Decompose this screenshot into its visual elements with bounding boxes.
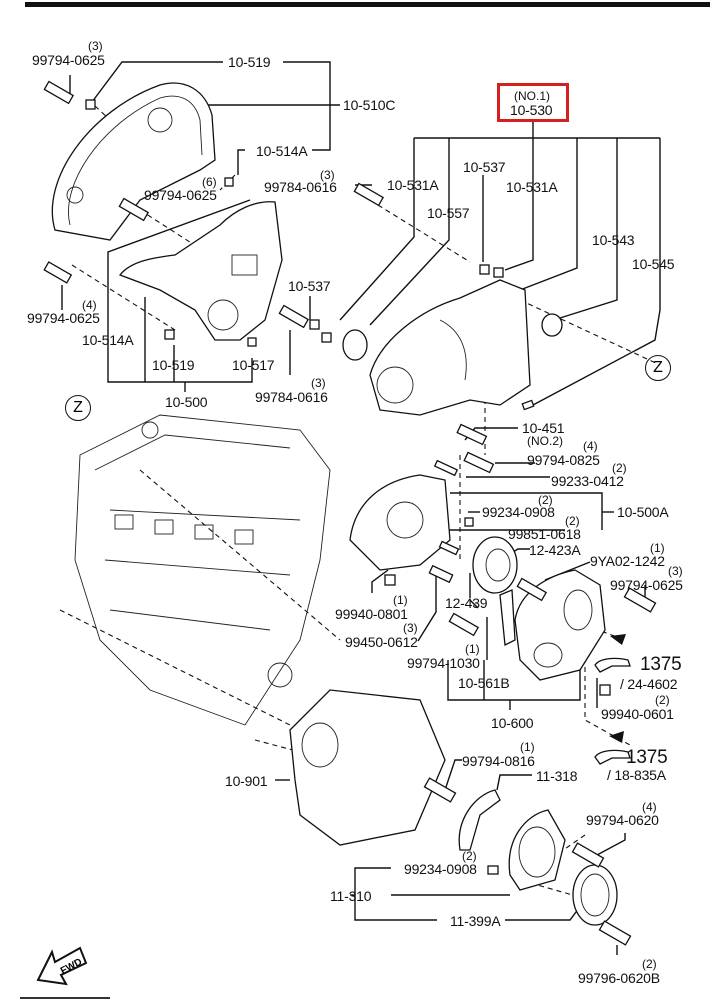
part-label[interactable]: 99784-0616 bbox=[264, 179, 337, 195]
part-label[interactable]: 10-510C bbox=[343, 97, 396, 113]
part-label[interactable]: 10-514A bbox=[82, 332, 134, 348]
qty: (2) bbox=[538, 493, 553, 507]
part-label[interactable]: 10-514A bbox=[256, 143, 308, 159]
arrow-head-icon bbox=[609, 731, 624, 743]
part-label[interactable]: 10-517 bbox=[232, 357, 275, 373]
qty: (4) bbox=[583, 439, 598, 453]
part-label[interactable]: 99851-0618 bbox=[508, 526, 581, 542]
qty: (3) bbox=[320, 168, 335, 182]
part-label[interactable]: 99234-0908 bbox=[404, 861, 477, 877]
part-label[interactable]: 10-537 bbox=[288, 278, 331, 294]
part-label[interactable]: 10-451 bbox=[522, 420, 565, 436]
qty: (2) bbox=[565, 514, 580, 528]
qty: (4) bbox=[642, 800, 657, 814]
qty: (1) bbox=[520, 740, 535, 754]
qty: (3) bbox=[88, 39, 103, 53]
qty: (1) bbox=[650, 541, 665, 555]
part-label[interactable]: 10-545 bbox=[632, 256, 675, 272]
part-label[interactable]: 99784-0616 bbox=[255, 389, 328, 405]
bottom-rule bbox=[20, 997, 110, 999]
pointer-hand-icon bbox=[594, 657, 631, 673]
part-label[interactable]: 10-519 bbox=[152, 357, 195, 373]
qty: (3) bbox=[668, 564, 683, 578]
part-label[interactable]: 12-423A bbox=[529, 542, 581, 558]
qty: (3) bbox=[403, 621, 418, 635]
upper-timing-cover bbox=[51, 82, 216, 241]
qty: (2) bbox=[642, 957, 657, 971]
part-label[interactable]: 10-557 bbox=[427, 205, 470, 221]
pointer-hand-icon bbox=[594, 749, 631, 765]
qty: (1) bbox=[393, 593, 408, 607]
part-label-10-530[interactable]: 10-530 bbox=[510, 102, 553, 118]
part-label[interactable]: 10-531A bbox=[387, 177, 439, 193]
part-label[interactable]: 11-399A bbox=[450, 913, 501, 929]
highlight-box bbox=[497, 83, 569, 122]
ref-label[interactable]: 1375 bbox=[626, 747, 668, 768]
part-label[interactable]: 99794-0620 bbox=[586, 812, 659, 828]
part-label[interactable]: 11-310 bbox=[330, 888, 372, 904]
part-label[interactable]: 99796-0620B bbox=[578, 970, 660, 986]
water-pump bbox=[349, 474, 518, 647]
front-cover-no1 bbox=[342, 279, 563, 416]
qty: (4) bbox=[82, 298, 97, 312]
part-label[interactable]: 99794-0625 bbox=[32, 52, 105, 68]
qty: (2) bbox=[612, 461, 627, 475]
qty: (6) bbox=[202, 175, 217, 189]
arrow-head-icon bbox=[610, 634, 626, 645]
part-label[interactable]: 10-543 bbox=[592, 232, 635, 248]
part-label[interactable]: 9YA02-1242 bbox=[590, 553, 665, 569]
part-label[interactable]: 10-537 bbox=[463, 159, 506, 175]
part-label[interactable]: 10-500 bbox=[165, 394, 208, 410]
qty: (2) bbox=[655, 693, 670, 707]
part-label[interactable]: 99450-0612 bbox=[345, 634, 418, 650]
part-label[interactable]: 10-901 bbox=[225, 773, 268, 789]
bolts bbox=[43, 80, 657, 946]
part-label[interactable]: 99794-0816 bbox=[462, 753, 535, 769]
part-label[interactable]: 99794-1030 bbox=[407, 655, 480, 671]
fwd-arrow-icon: FWD bbox=[36, 946, 88, 986]
ref-marker-z-left: Z bbox=[65, 395, 91, 421]
lower-timing-cover bbox=[118, 201, 283, 341]
part-label[interactable]: 10-519 bbox=[228, 54, 271, 70]
part-label[interactable]: 12-439 bbox=[445, 595, 488, 611]
qty: (NO.2) bbox=[527, 434, 563, 448]
part-label[interactable]: 10-500A bbox=[617, 504, 669, 520]
qty: (2) bbox=[462, 849, 477, 863]
ref-label[interactable]: 1375 bbox=[640, 654, 682, 675]
part-label[interactable]: 10-561B bbox=[458, 675, 510, 691]
engine-block bbox=[74, 414, 331, 726]
part-label[interactable]: 99794-0625 bbox=[144, 187, 217, 203]
qty: (3) bbox=[311, 376, 326, 390]
ref-label[interactable]: / 18-835A bbox=[607, 767, 666, 783]
ref-marker-z-right: Z bbox=[645, 355, 671, 381]
rear-plate bbox=[289, 689, 446, 846]
part-label[interactable]: 99940-0801 bbox=[335, 606, 408, 622]
part-label[interactable]: 99940-0601 bbox=[601, 706, 674, 722]
part-label[interactable]: 10-531A bbox=[506, 179, 558, 195]
part-label[interactable]: 99234-0908 bbox=[482, 504, 555, 520]
part-label[interactable]: 10-600 bbox=[491, 715, 534, 731]
rear-oil-seal-housing bbox=[458, 789, 618, 926]
part-note-no1: (NO.1) bbox=[514, 89, 550, 103]
part-label[interactable]: 99233-0412 bbox=[551, 473, 624, 489]
part-label[interactable]: 11-318 bbox=[536, 768, 578, 784]
part-label[interactable]: 99794-0625 bbox=[27, 310, 100, 326]
part-label[interactable]: 99794-0625 bbox=[610, 577, 683, 593]
part-label[interactable]: 99794-0825 bbox=[527, 452, 600, 468]
top-rule bbox=[25, 2, 710, 7]
ref-label[interactable]: / 24-4602 bbox=[620, 676, 678, 692]
qty: (1) bbox=[465, 642, 480, 656]
